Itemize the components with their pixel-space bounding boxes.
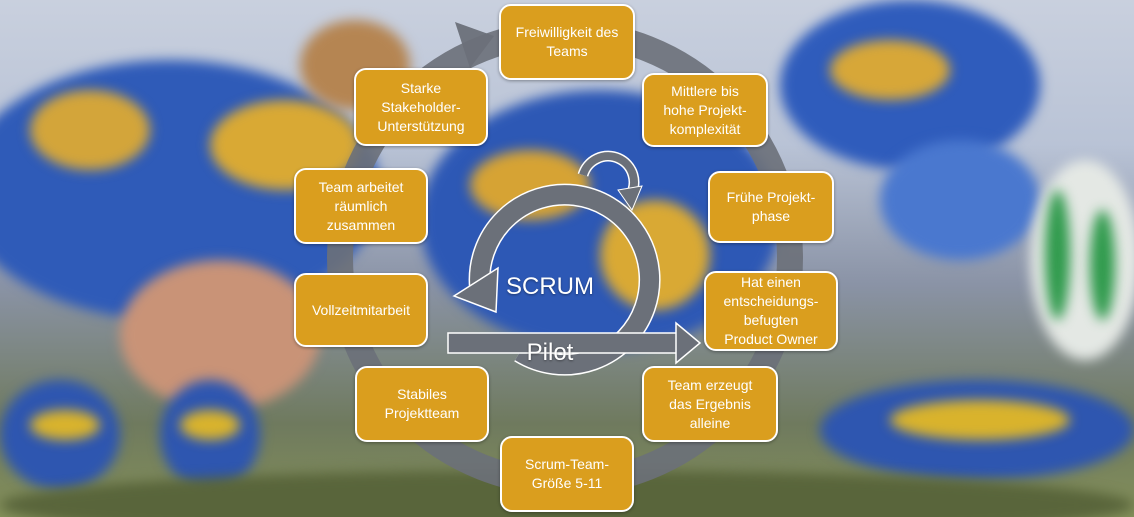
sock-stripe-blob: [30, 410, 100, 440]
criterion-box-fruehe-phase: Frühe Projekt- phase: [708, 171, 834, 243]
shorts-blob: [880, 140, 1040, 260]
jersey-stripe-blob: [30, 90, 150, 170]
criterion-box-projektkomplexitaet: Mittlere bis hohe Projekt- komplexität: [642, 73, 768, 147]
center-title-line2: Pilot: [526, 339, 574, 366]
center-title-line1: SCRUM: [506, 273, 594, 300]
criterion-box-stabiles-team: Stabiles Projektteam: [355, 366, 489, 442]
sock-stripe-blob: [890, 400, 1070, 440]
criterion-box-vollzeit: Vollzeitmitarbeit: [294, 273, 428, 347]
banner-letter-blob: [1090, 210, 1115, 320]
criterion-box-product-owner: Hat einen entscheidungs- befugten Produc…: [704, 271, 838, 351]
banner-letter-blob: [1045, 190, 1070, 320]
criterion-box-raeumlich: Team arbeitet räumlich zusammen: [294, 168, 428, 244]
criterion-box-ergebnis-alleine: Team erzeugt das Ergebnis alleine: [642, 366, 778, 442]
scrum-loop-arrow-icon: [447, 183, 702, 376]
daily-loop-arrow-icon: [577, 150, 643, 212]
criterion-box-freiwilligkeit: Freiwilligkeit des Teams: [499, 4, 635, 80]
sock-stripe-blob: [180, 410, 240, 440]
criterion-box-teamgroesse: Scrum-Team- Größe 5-11: [500, 436, 634, 512]
criterion-box-stakeholder: Starke Stakeholder- Unterstützung: [354, 68, 488, 146]
scrum-pilot-title: SCRUM Pilot: [490, 237, 610, 402]
jersey-stripe-blob: [830, 40, 950, 100]
